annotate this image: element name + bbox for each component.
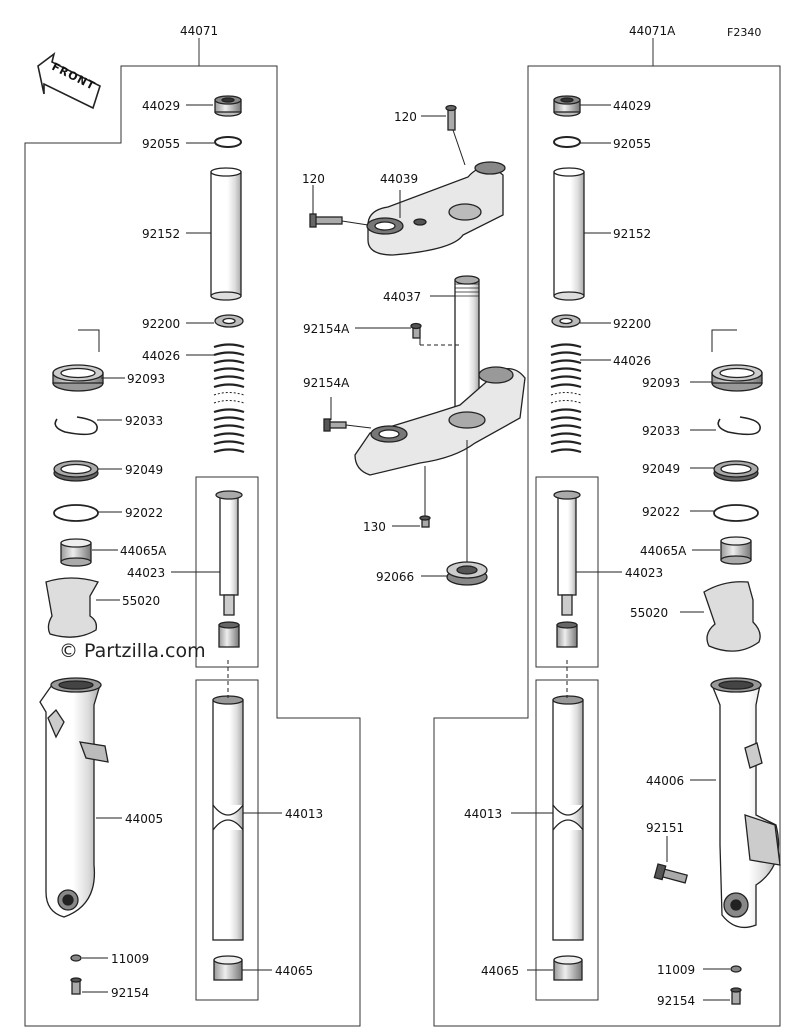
label-44026-right: 44026 (613, 354, 652, 368)
label-92154a-top: 92154A (303, 322, 350, 336)
label-92049-right: 92049 (642, 462, 681, 476)
part-92200-right (551, 314, 581, 328)
label-92055-right: 92055 (613, 137, 652, 151)
label-92154-left: 92154 (111, 986, 150, 1000)
label-120-left: 120 (302, 172, 325, 186)
part-92022-left (53, 504, 99, 522)
part-44013-left (212, 695, 244, 941)
figure-id: F2340 (727, 26, 762, 39)
label-44029-right: 44029 (613, 99, 652, 113)
label-55020-right: 55020 (630, 606, 669, 620)
part-44013-right (552, 695, 584, 941)
part-44065a-right (720, 536, 752, 565)
part-92093-right (711, 329, 763, 392)
part-130-bolt (419, 515, 431, 528)
part-44005-left (39, 677, 109, 918)
label-92151: 92151 (646, 821, 685, 835)
label-130: 130 (363, 520, 386, 534)
part-92055-right (553, 136, 581, 148)
label-44065-right: 44065 (481, 964, 520, 978)
part-44029-right (553, 95, 581, 117)
label-44039: 44039 (380, 172, 419, 186)
part-44029-left (214, 95, 242, 117)
part-92154a-bolt-top (410, 322, 422, 339)
label-11009-right: 11009 (657, 963, 696, 977)
center-parts (309, 104, 526, 586)
label-92049-left: 92049 (125, 463, 164, 477)
part-120-bolt-top (445, 104, 457, 131)
part-44006-right (710, 677, 781, 929)
label-92152-left: 92152 (142, 227, 181, 241)
part-44065-left (213, 955, 243, 981)
leader-lines (82, 104, 730, 1001)
part-92154-left (70, 977, 82, 995)
label-44006: 44006 (646, 774, 685, 788)
watermark: © Partzilla.com (59, 640, 206, 662)
part-92154-right (730, 987, 742, 1005)
part-92066-seal (446, 561, 488, 586)
label-44005: 44005 (125, 812, 164, 826)
label-92154-right: 92154 (657, 994, 696, 1008)
part-lower-bracket (354, 366, 526, 476)
label-92093-right: 92093 (642, 376, 681, 390)
label-44023-left: 44023 (127, 566, 166, 580)
label-44029-left: 44029 (142, 99, 181, 113)
part-120-bolt-left (309, 213, 343, 228)
part-11009-left (70, 954, 82, 962)
label-92154a-left: 92154A (303, 376, 350, 390)
part-92200-left (214, 314, 244, 328)
part-92152-right (553, 167, 585, 301)
part-55020-left (45, 577, 99, 638)
part-92152-left (210, 167, 242, 301)
label-92200-left: 92200 (142, 317, 181, 331)
label-44071a: 44071A (629, 24, 676, 38)
part-92022-right (713, 504, 759, 522)
label-44023-right: 44023 (625, 566, 664, 580)
part-44039-upper-bracket (366, 161, 506, 256)
part-11009-right (730, 965, 742, 973)
part-92093-left (52, 329, 104, 392)
label-92022-left: 92022 (125, 506, 164, 520)
part-92154a-bolt-left (323, 418, 347, 432)
label-44065-left: 44065 (275, 964, 314, 978)
part-92055-left (214, 136, 242, 148)
part-92033-right (717, 416, 761, 436)
label-92033-right: 92033 (642, 424, 681, 438)
label-44065a-right: 44065A (640, 544, 687, 558)
label-92200-right: 92200 (613, 317, 652, 331)
part-44023-right (553, 490, 581, 648)
front-arrow-icon (37, 52, 101, 110)
label-55020-left: 55020 (122, 594, 161, 608)
label-44071: 44071 (180, 24, 219, 38)
label-44026-left: 44026 (142, 349, 181, 363)
part-92049-left (53, 460, 99, 482)
label-44037: 44037 (383, 290, 422, 304)
part-44026-right (549, 343, 583, 454)
left-fork-parts (39, 95, 246, 995)
label-92093-left: 92093 (127, 372, 166, 386)
part-55020-right (703, 581, 761, 652)
label-44013-left: 44013 (285, 807, 324, 821)
part-92151-bolt-right (653, 863, 688, 884)
right-fork-parts (549, 95, 781, 1005)
label-44013-right: 44013 (464, 807, 503, 821)
part-44065a-left (60, 538, 92, 567)
part-92049-right (713, 460, 759, 482)
label-92055-left: 92055 (142, 137, 181, 151)
part-44026-left (212, 343, 246, 454)
label-92066: 92066 (376, 570, 415, 584)
part-44065-right (553, 955, 583, 981)
part-92033-left (54, 416, 98, 436)
label-92152-right: 92152 (613, 227, 652, 241)
label-92022-right: 92022 (642, 505, 681, 519)
label-120-top: 120 (394, 110, 417, 124)
label-92033-left: 92033 (125, 414, 164, 428)
part-44023-left (215, 490, 243, 648)
label-44065a-left: 44065A (120, 544, 167, 558)
label-11009-left: 11009 (111, 952, 150, 966)
